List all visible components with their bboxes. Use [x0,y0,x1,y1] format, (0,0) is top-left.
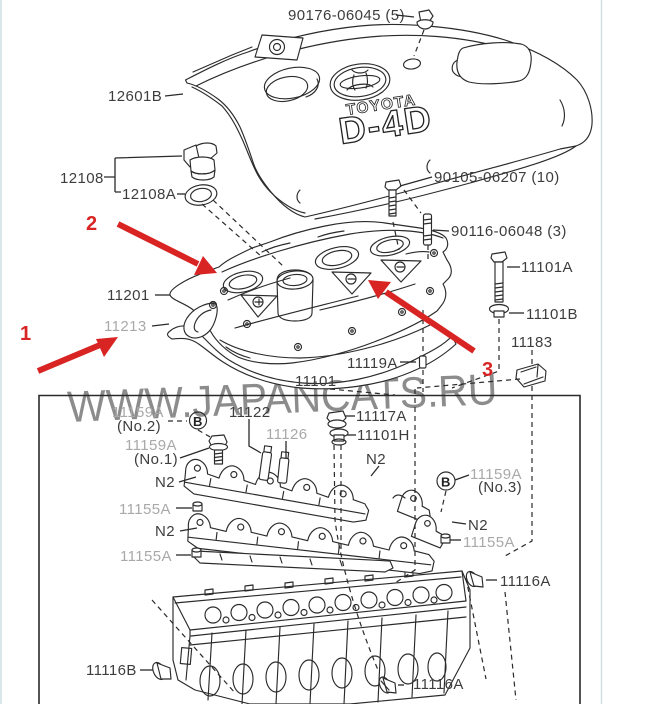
svg-text:12601B: 12601B [108,88,162,105]
svg-text:(No.1): (No.1) [134,451,178,468]
svg-text:11117A: 11117A [356,408,407,425]
svg-text:11159A: 11159A [470,466,522,483]
svg-text:11119A: 11119A [347,355,398,372]
svg-text:11126: 11126 [266,426,308,443]
svg-text:2: 2 [86,213,97,235]
svg-text:B: B [193,414,202,429]
svg-text:11116A: 11116A [413,676,464,693]
svg-text:11155A: 11155A [463,534,515,551]
svg-text:B: B [441,475,450,490]
svg-text:11101H: 11101H [357,427,410,444]
svg-text:11155A: 11155A [120,548,172,565]
svg-text:11101: 11101 [295,373,337,390]
svg-text:N2: N2 [366,451,386,468]
svg-text:(No.2): (No.2) [117,418,161,435]
svg-text:12108: 12108 [60,170,104,187]
svg-text:90116-06048 (3): 90116-06048 (3) [451,223,567,240]
svg-text:11116A: 11116A [500,573,551,590]
svg-text:11183: 11183 [511,334,553,351]
svg-text:12108A: 12108A [122,186,176,203]
svg-text:(No.3): (No.3) [478,479,522,496]
svg-text:11213: 11213 [104,318,147,335]
svg-text:N2: N2 [155,474,175,491]
svg-text:11101A: 11101A [521,259,573,276]
svg-text:11101B: 11101B [526,306,578,323]
svg-text:90176-06045 (5): 90176-06045 (5) [288,7,405,24]
svg-text:11159A: 11159A [112,404,164,421]
svg-text:11159A: 11159A [125,437,177,454]
svg-text:11116B: 11116B [86,662,137,679]
svg-text:11122: 11122 [229,404,271,421]
svg-text:11155A: 11155A [119,501,171,518]
svg-text:3: 3 [482,359,493,381]
svg-text:90105-06207 (10): 90105-06207 (10) [434,169,560,186]
svg-text:N2: N2 [468,517,488,534]
svg-text:N2: N2 [155,523,175,540]
svg-text:1: 1 [20,323,31,345]
svg-text:11201: 11201 [107,287,150,304]
